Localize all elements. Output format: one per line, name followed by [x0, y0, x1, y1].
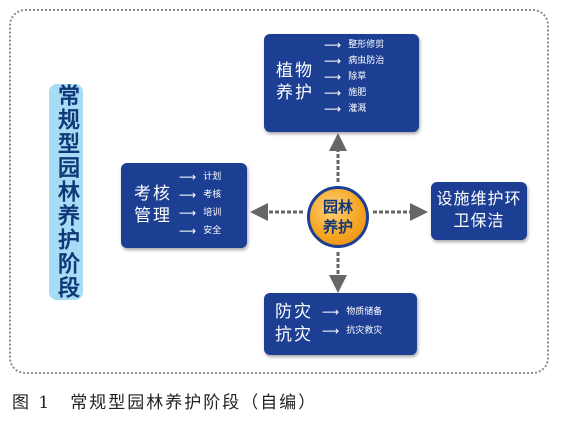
assessment-item: ⟶ 安全 — [179, 222, 221, 240]
assessment-item: ⟶ 考核 — [179, 186, 221, 204]
arrow-right-icon: ⟶ — [179, 206, 197, 220]
assessment-item: ⟶ 培训 — [179, 204, 221, 222]
disaster-item: ⟶ 物质储备 — [322, 303, 382, 322]
arrow-right-icon: ⟶ — [324, 86, 342, 100]
assessment-item: ⟶ 计划 — [179, 168, 221, 186]
plant-care-item-label: 灌溉 — [348, 104, 367, 114]
assessment-item-label: 计划 — [203, 172, 222, 182]
arrow-right-icon: ⟶ — [322, 305, 340, 319]
arrow-right-icon: ⟶ — [179, 170, 197, 184]
plant-care-item: ⟶ 除草 — [324, 69, 384, 85]
arrow-right-icon: ⟶ — [324, 38, 342, 52]
disaster-item-label: 抗灾救灾 — [346, 326, 383, 336]
stage-label: 常规型园林养护阶段 — [49, 84, 83, 300]
plant-care-item-label: 病虫防治 — [348, 56, 385, 66]
disaster-item-label: 物质储备 — [346, 307, 383, 317]
plant-care-title: 植物养护 — [276, 61, 314, 103]
center-node-label: 园林养护 — [322, 198, 353, 236]
disaster-box: 防灾抗灾 ⟶ 物质储备 ⟶ 抗灾救灾 — [264, 293, 417, 355]
disaster-items: ⟶ 物质储备 ⟶ 抗灾救灾 — [322, 303, 382, 341]
assessment-title: 考核管理 — [134, 184, 172, 226]
arrow-right-icon: ⟶ — [179, 188, 197, 202]
arrow-right-icon: ⟶ — [179, 224, 197, 238]
facility-title: 设施维护环卫保洁 — [436, 189, 522, 230]
arrow-right-icon: ⟶ — [324, 54, 342, 68]
plant-care-box: 植物养护 ⟶ 整形修剪 ⟶ 病虫防治 ⟶ 除草 ⟶ 施肥 ⟶ 灌溉 — [264, 34, 419, 132]
facility-box: 设施维护环卫保洁 — [431, 182, 527, 240]
assessment-items: ⟶ 计划 ⟶ 考核 ⟶ 培训 ⟶ 安全 — [179, 168, 221, 240]
plant-care-item-label: 除草 — [348, 72, 367, 82]
center-node: 园林养护 — [307, 186, 369, 248]
plant-care-item-label: 整形修剪 — [348, 40, 385, 50]
arrow-right-icon: ⟶ — [324, 70, 342, 84]
figure-caption: 图 1 常规型园林养护阶段（自编） — [12, 393, 318, 413]
diagram-frame — [9, 9, 549, 374]
plant-care-item: ⟶ 施肥 — [324, 85, 384, 101]
assessment-box: 考核管理 ⟶ 计划 ⟶ 考核 ⟶ 培训 ⟶ 安全 — [121, 163, 247, 248]
plant-care-item: ⟶ 整形修剪 — [324, 37, 384, 53]
disaster-item: ⟶ 抗灾救灾 — [322, 322, 382, 341]
disaster-title: 防灾抗灾 — [275, 302, 313, 345]
arrow-right-icon: ⟶ — [324, 102, 342, 116]
stage-label-text: 常规型园林养护阶段 — [54, 84, 79, 300]
assessment-item-label: 培训 — [203, 208, 222, 218]
plant-care-item: ⟶ 灌溉 — [324, 101, 384, 117]
plant-care-items: ⟶ 整形修剪 ⟶ 病虫防治 ⟶ 除草 ⟶ 施肥 ⟶ 灌溉 — [324, 37, 384, 117]
assessment-item-label: 考核 — [203, 190, 222, 200]
plant-care-item: ⟶ 病虫防治 — [324, 53, 384, 69]
arrow-right-icon: ⟶ — [322, 324, 340, 338]
plant-care-item-label: 施肥 — [348, 88, 367, 98]
assessment-item-label: 安全 — [203, 226, 222, 236]
